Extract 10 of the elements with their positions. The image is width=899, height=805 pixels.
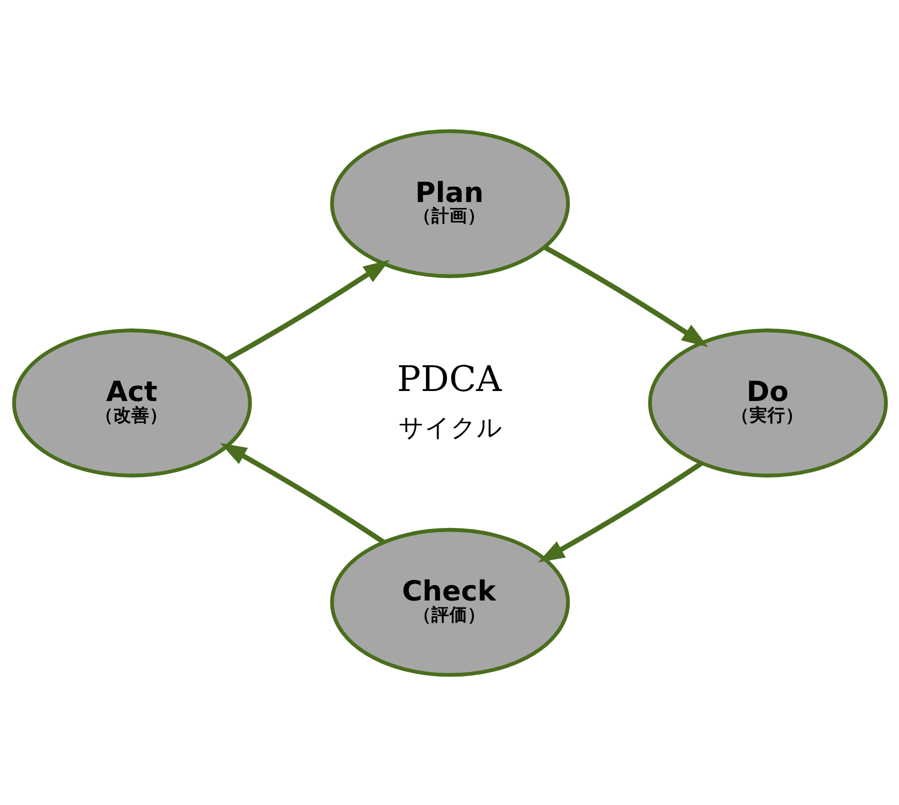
label: サイクル [398, 412, 502, 442]
node-ellipse: Plan （計画） [330, 128, 570, 278]
node-ellipse: Act （改善） [12, 328, 252, 477]
arrow [538, 460, 702, 562]
label: PDCA [396, 358, 502, 400]
node-ellipse: Do （実行） [648, 328, 888, 477]
arrow [225, 259, 390, 361]
node-ellipse: Check （評価） [330, 527, 570, 676]
arrow [543, 244, 708, 347]
arrow [220, 442, 385, 544]
